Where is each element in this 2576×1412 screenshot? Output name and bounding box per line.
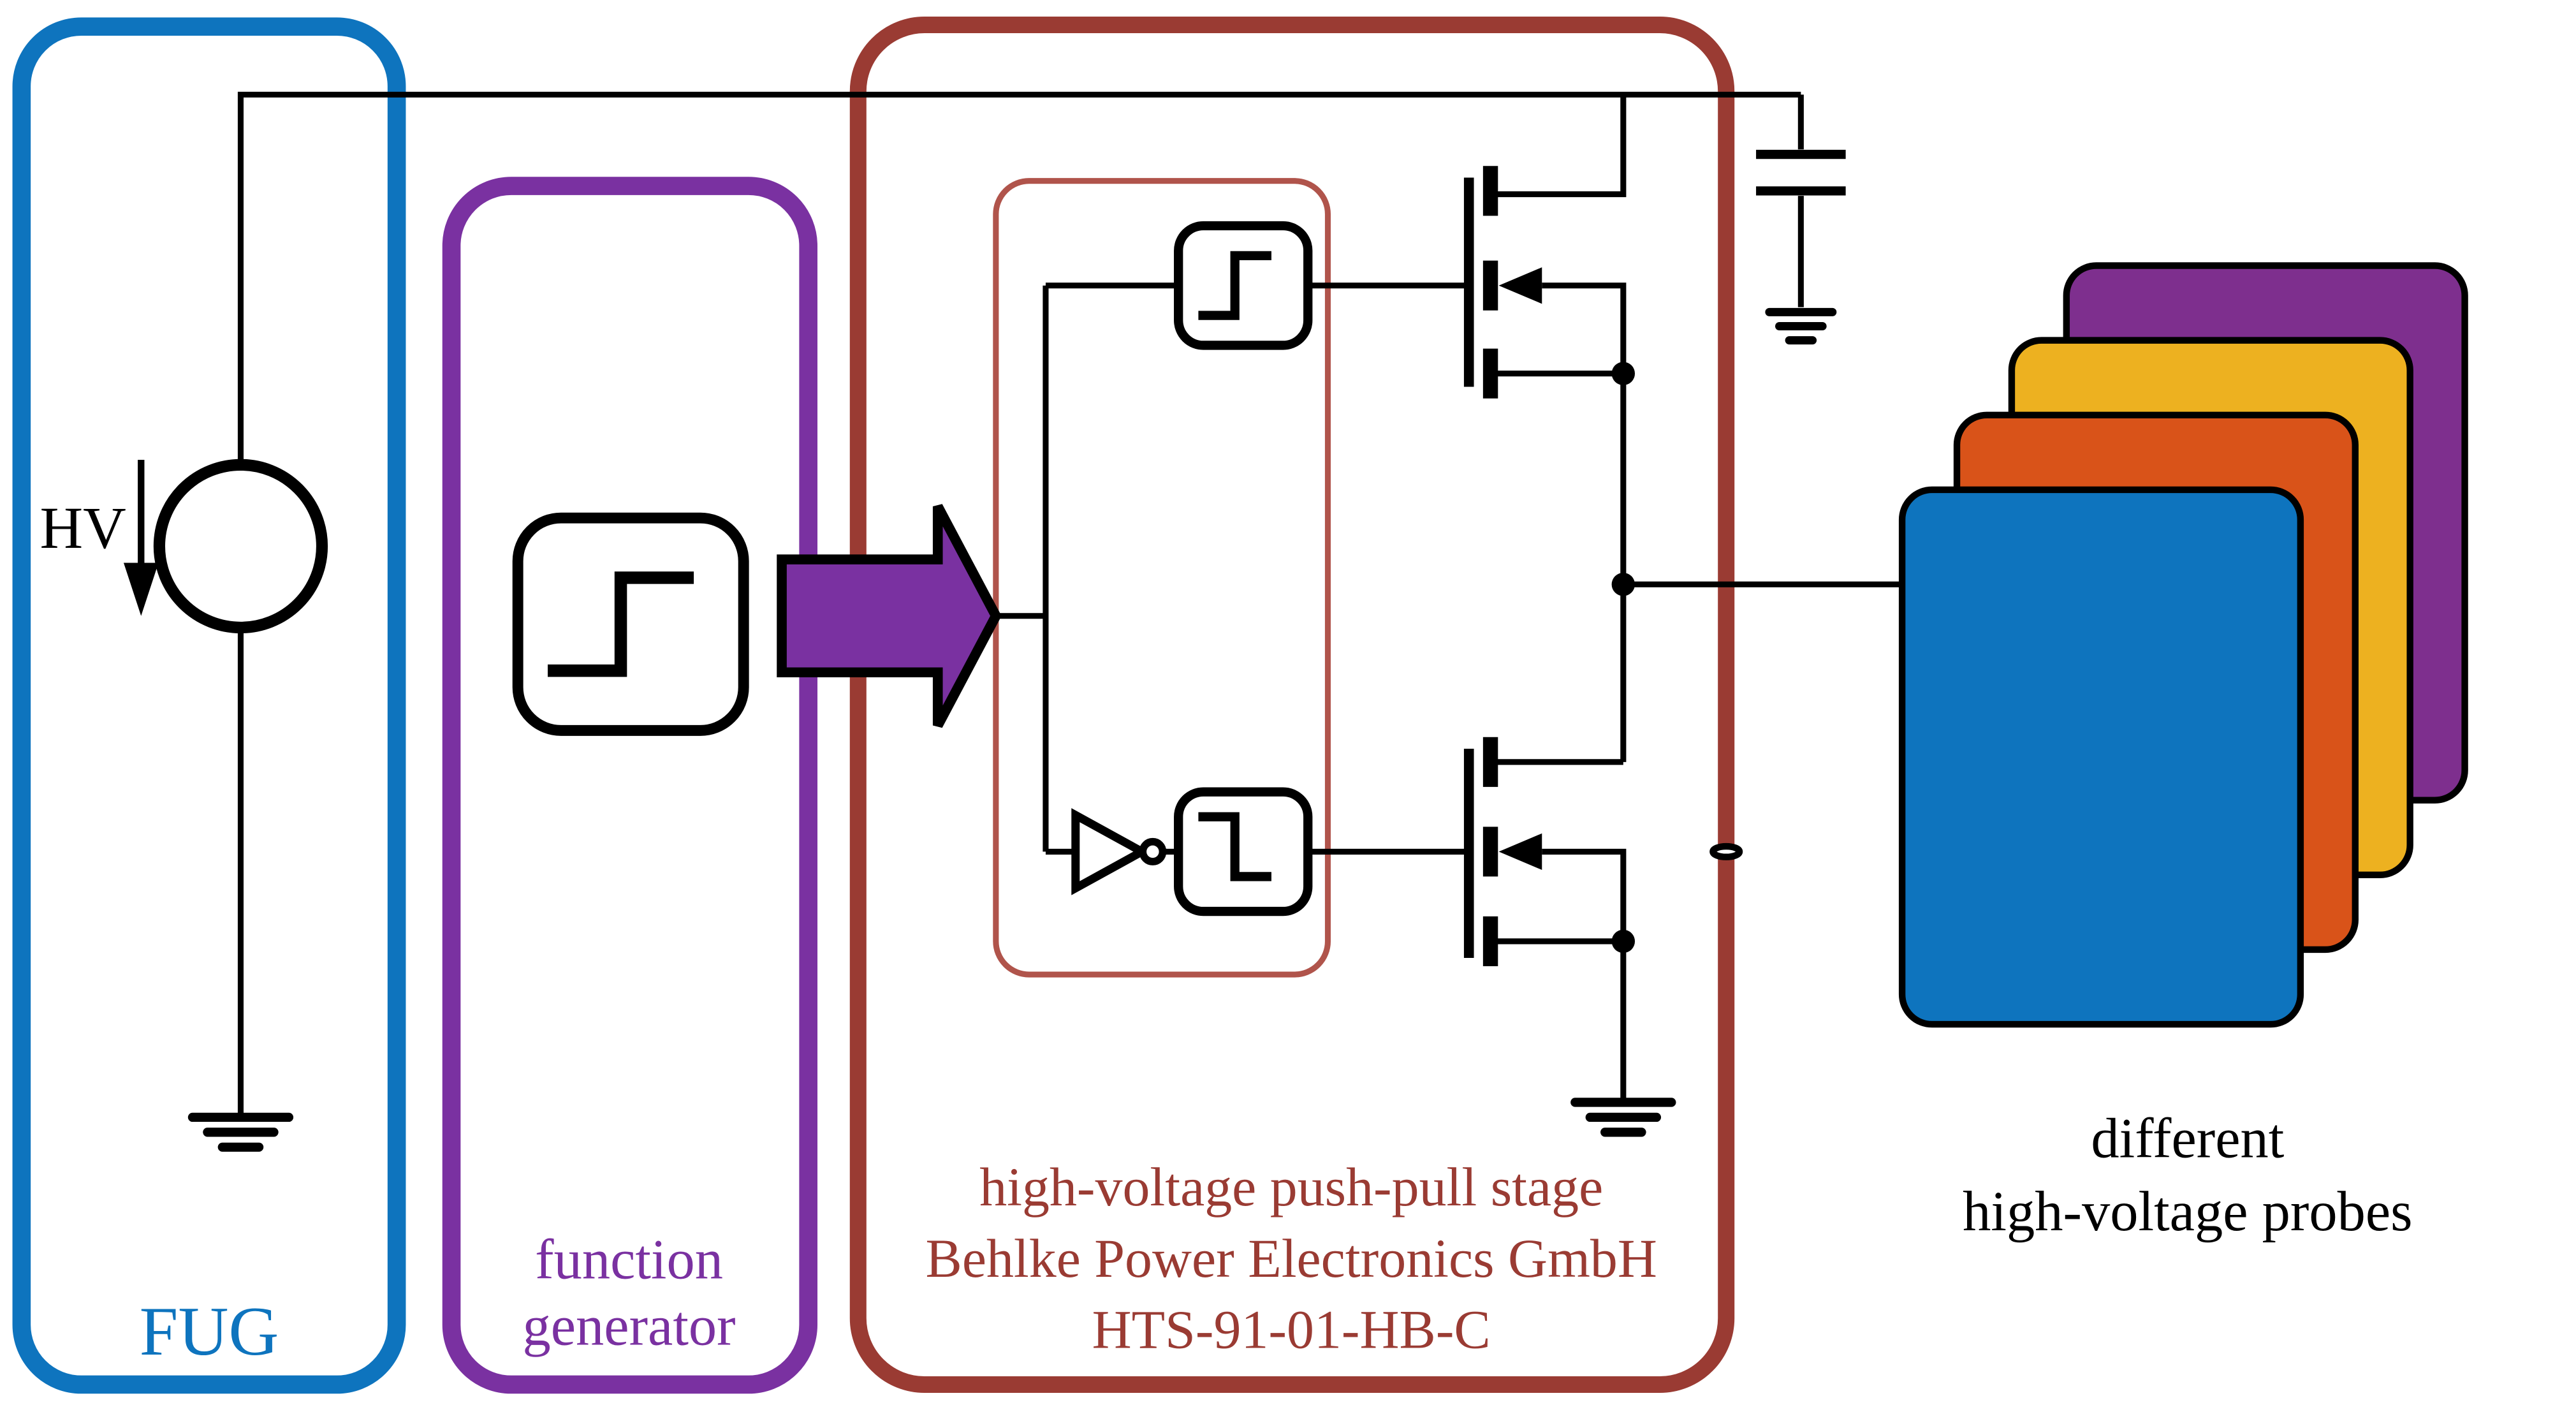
n-mosfet-upper-icon	[1463, 94, 1636, 399]
schmitt-rising-glyph	[1198, 251, 1271, 320]
hv-voltage-source-icon	[153, 459, 328, 634]
push-pull-label-line1: high-voltage push-pull stage	[979, 1156, 1603, 1217]
hv-label: HV	[40, 495, 126, 561]
function-generator-label-line1: function	[535, 1228, 723, 1291]
push-pull-label-line3: HTS-91-01-HB-C	[1092, 1299, 1491, 1360]
probe-card-blue	[1898, 486, 2304, 1028]
probes-caption-line2: high-voltage probes	[1963, 1180, 2412, 1243]
hv-arrow-head	[123, 563, 159, 616]
schmitt-falling-frame	[1174, 787, 1313, 916]
output-junction-dot	[1611, 573, 1636, 596]
schmitt-falling-glyph	[1198, 812, 1271, 881]
schmitt-rising-frame	[1174, 221, 1313, 350]
upper-drain-wire	[1497, 94, 1627, 198]
mosfet-body-arrow	[1498, 833, 1542, 871]
earth-ground-icon-capacitor	[1765, 307, 1837, 345]
hv-arrow-icon	[123, 460, 159, 616]
earth-ground-icon-mosfet	[1570, 1098, 1676, 1137]
junction-dot	[1611, 362, 1636, 385]
schmitt-trigger-rising-icon	[1174, 221, 1313, 350]
inverter-triangle	[1071, 808, 1151, 895]
lower-body-wire	[1542, 848, 1627, 941]
earth-ground-icon-fug	[187, 1112, 294, 1152]
function-generator-label-line2: generator	[523, 1295, 736, 1358]
step-function-icon	[512, 512, 749, 736]
signal-flow-arrow-icon	[777, 504, 1002, 728]
step-function-glyph	[548, 571, 694, 677]
mosfet-body-arrow	[1498, 267, 1542, 304]
schmitt-trigger-falling-icon	[1174, 787, 1313, 916]
junction-dot	[1611, 929, 1636, 953]
top-supply-wire	[237, 91, 1801, 465]
step-function-frame	[512, 512, 749, 736]
inverter-bubble	[1139, 837, 1167, 865]
push-pull-stage-box	[849, 17, 1735, 1393]
n-mosfet-lower-icon	[1463, 737, 1636, 966]
probes-caption-line1: different	[2091, 1107, 2284, 1170]
voltage-source-circle	[153, 459, 328, 634]
panel-connector-oval	[1709, 842, 1743, 860]
upper-body-wire	[1542, 283, 1627, 374]
push-pull-label-line2: Behlke Power Electronics GmbH	[926, 1228, 1657, 1289]
inverter-icon	[1045, 808, 1179, 895]
fug-box	[12, 17, 406, 1394]
fug-label: FUG	[140, 1293, 279, 1370]
capacitor-icon	[1756, 149, 1846, 196]
function-generator-box	[442, 177, 818, 1394]
driver-inner-box	[993, 178, 1331, 978]
